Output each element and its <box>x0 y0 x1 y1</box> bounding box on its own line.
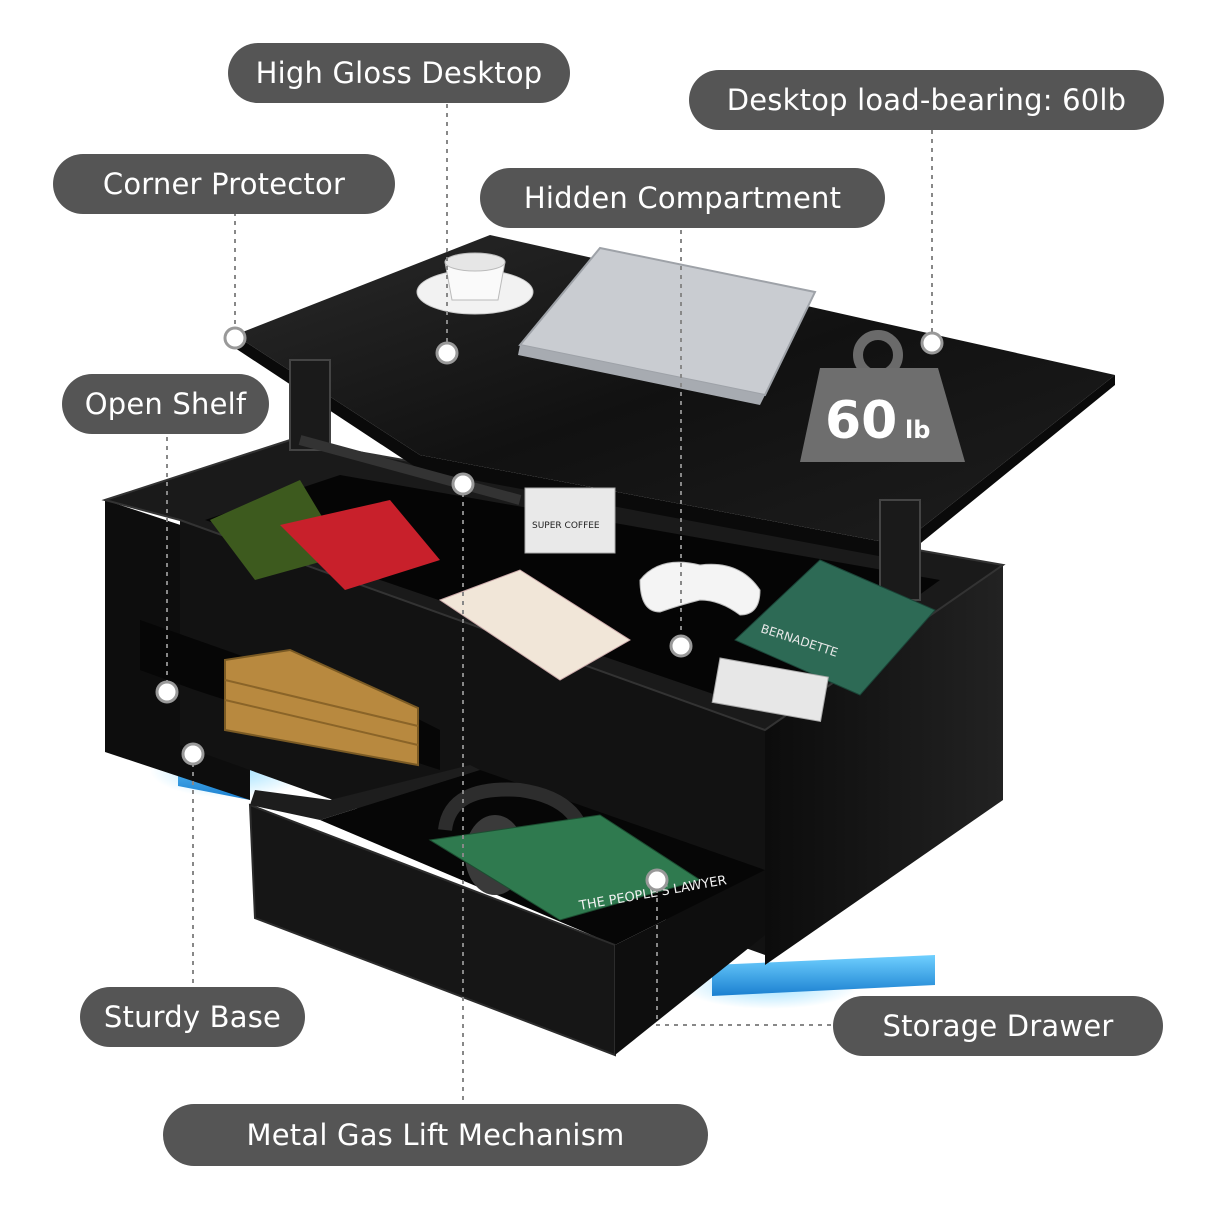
weight-number: 60 <box>825 391 897 451</box>
marker-dots <box>155 326 944 892</box>
callout-hidden-compartment: Hidden Compartment <box>480 168 885 228</box>
drawer-book <box>428 814 702 921</box>
callout-gas-lift: Metal Gas Lift Mechanism <box>163 1104 708 1166</box>
callout-high-gloss-desktop: High Gloss Desktop <box>228 43 570 103</box>
game-controller <box>639 561 761 616</box>
led-strip-right <box>712 955 935 996</box>
book-white <box>711 657 829 722</box>
callout-corner-protector: Corner Protector <box>53 154 395 214</box>
table-right-face <box>765 565 1003 965</box>
callout-load-bearing: Desktop load-bearing: 60lb <box>689 70 1164 130</box>
guide-lines <box>166 104 933 1104</box>
weight-badge: 60 lb <box>800 330 965 462</box>
snack-bag-red <box>280 500 440 590</box>
gas-strut <box>298 435 522 505</box>
lift-hinge-left <box>289 359 331 451</box>
lift-hinge-right <box>879 499 921 601</box>
callout-open-shelf: Open Shelf <box>62 374 269 434</box>
callout-storage-drawer: Storage Drawer <box>833 996 1163 1056</box>
drawer-left-rim <box>250 765 480 820</box>
basket <box>224 648 419 767</box>
coffee-box <box>524 487 616 554</box>
coffee-box-label: SUPER COFFEE <box>532 521 600 531</box>
callout-sturdy-base: Sturdy Base <box>80 987 305 1047</box>
weight-unit: lb <box>905 416 930 444</box>
drawer-side <box>615 870 765 1055</box>
desktop-edge <box>235 335 1115 560</box>
paper-packets <box>438 569 631 681</box>
